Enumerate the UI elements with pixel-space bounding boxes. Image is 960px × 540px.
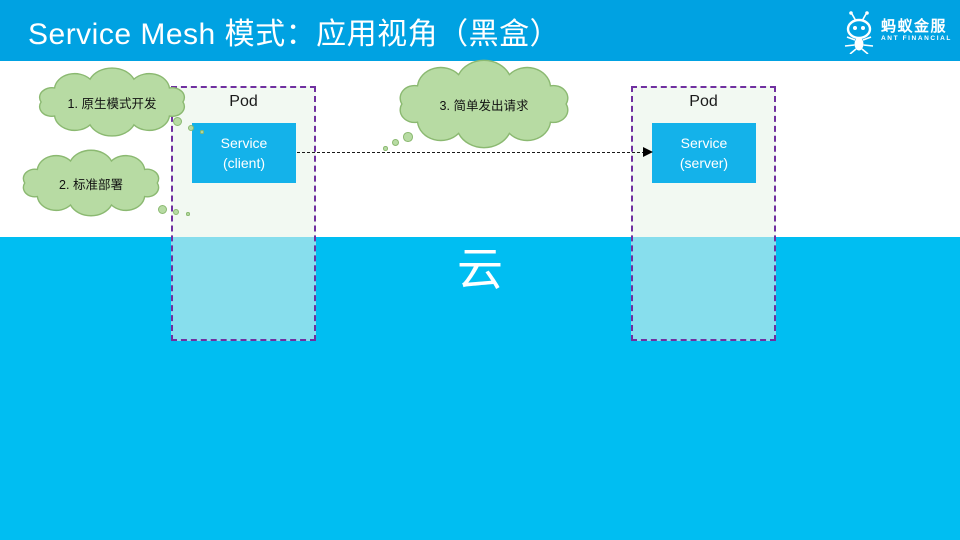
thought-cloud-icon <box>396 68 572 140</box>
request-arrow-head-icon <box>643 147 653 157</box>
thought-cloud-icon <box>20 156 162 210</box>
callout-send-request-text: 3. 简单发出请求 <box>439 98 529 113</box>
cloud-zone: 云 <box>0 237 960 540</box>
thought-bubble <box>403 132 413 142</box>
thought-bubble <box>173 209 179 215</box>
pod-client: Pod Service (client) <box>171 86 316 341</box>
thought-bubble <box>188 125 194 131</box>
pod-server-label: Pod <box>689 93 718 110</box>
logo-name-cn: 蚂蚁金服 <box>881 18 948 35</box>
callout-standard-deploy-text: 2. 标准部署 <box>59 177 123 192</box>
title-bar: Service Mesh 模式：应用视角（黑盒） 蚂蚁金服 AN <box>0 0 960 61</box>
pod-client-label: Pod <box>229 93 258 110</box>
callout-native-dev: 1. 原生模式开发 <box>36 74 188 130</box>
callout-send-request: 3. 简单发出请求 <box>396 68 572 140</box>
request-arrow-line <box>297 152 645 153</box>
service-server-line2: (server) <box>679 155 729 171</box>
service-client-line2: (client) <box>222 155 265 171</box>
callout-standard-deploy: 2. 标准部署 <box>20 156 162 210</box>
cloud-zone-label: 云 <box>457 243 503 295</box>
thought-bubble <box>200 130 204 134</box>
callout-native-dev-text: 1. 原生模式开发 <box>67 96 157 111</box>
thought-bubble <box>383 146 388 151</box>
service-server-line1: Service <box>680 135 728 151</box>
pod-server: Pod Service (server) <box>631 86 776 341</box>
logo-name-en: ANT FINANCIAL <box>881 35 952 42</box>
ant-mascot-icon <box>844 11 874 54</box>
thought-bubble <box>186 212 190 216</box>
thought-cloud-icon <box>36 74 188 130</box>
slide-title: Service Mesh 模式：应用视角（黑盒） <box>28 17 561 51</box>
thought-bubble <box>173 117 182 126</box>
logo-text: 蚂蚁金服 ANT FINANCIAL <box>881 19 952 43</box>
thought-bubble <box>392 139 399 146</box>
thought-bubble <box>158 205 167 214</box>
service-server-box: Service (server) <box>652 123 756 183</box>
service-client-line1: Service <box>220 135 268 151</box>
service-client-box: Service (client) <box>192 123 296 183</box>
ant-financial-logo: 蚂蚁金服 ANT FINANCIAL <box>839 6 952 56</box>
